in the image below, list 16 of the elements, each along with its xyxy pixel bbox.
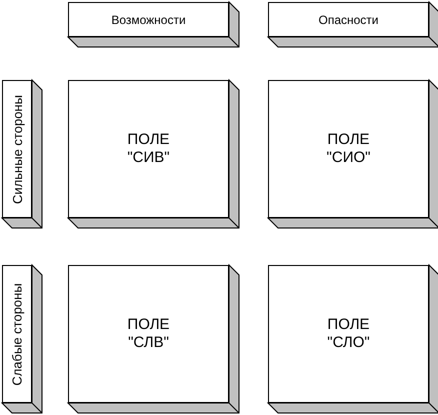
quadrant-box xyxy=(68,80,239,228)
row-header-label: Слабые стороны xyxy=(10,282,24,386)
quadrant-label: ПОЛЕ "СЛО" xyxy=(326,316,371,352)
header-box xyxy=(68,2,239,47)
row-header-box xyxy=(2,80,42,228)
quadrant-label: ПОЛЕ "СЛВ" xyxy=(126,316,171,352)
quadrant-box xyxy=(68,265,239,413)
header-label: Возможности xyxy=(111,12,186,26)
row-header-label: Сильные стороны xyxy=(10,94,24,204)
quadrant-box xyxy=(268,80,438,228)
row-header-box xyxy=(2,265,42,413)
header-label: Опасности xyxy=(318,12,378,26)
header-box xyxy=(268,2,438,47)
quadrant-label: ПОЛЕ "СИВ" xyxy=(126,131,171,167)
quadrant-label: ПОЛЕ "СИО" xyxy=(326,131,372,167)
quadrant-box xyxy=(268,265,438,413)
